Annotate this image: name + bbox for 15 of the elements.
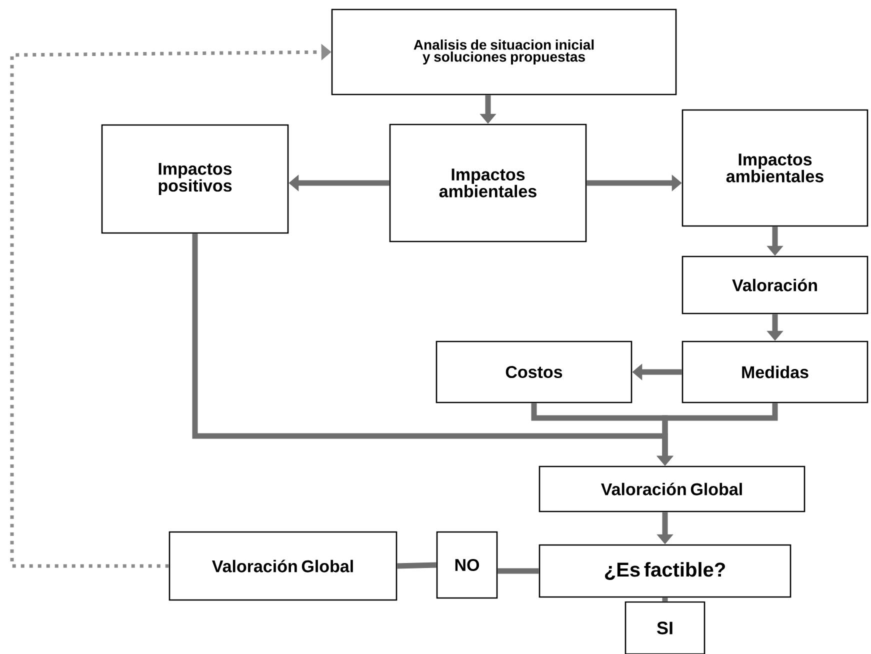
connector-line	[498, 568, 539, 574]
process-box: Costos	[436, 340, 632, 404]
process-box: Analisis de situacion inicial y soluciones propuestas	[331, 8, 677, 96]
process-box: Valoración	[682, 256, 868, 314]
process-box: Medidas	[682, 340, 868, 404]
process-box: Valoración Global	[538, 466, 806, 512]
connector-line	[397, 562, 436, 569]
process-box: SI	[624, 601, 706, 654]
process-box: Valoración Global	[168, 531, 398, 601]
process-box: NO	[436, 531, 498, 599]
connector-line	[662, 598, 668, 602]
process-box: Impactos positivos	[101, 124, 289, 234]
process-box: Impactos ambientales	[682, 109, 868, 227]
process-box: ¿Es factible?	[538, 544, 792, 598]
process-box: Impactos ambientales	[389, 124, 587, 242]
